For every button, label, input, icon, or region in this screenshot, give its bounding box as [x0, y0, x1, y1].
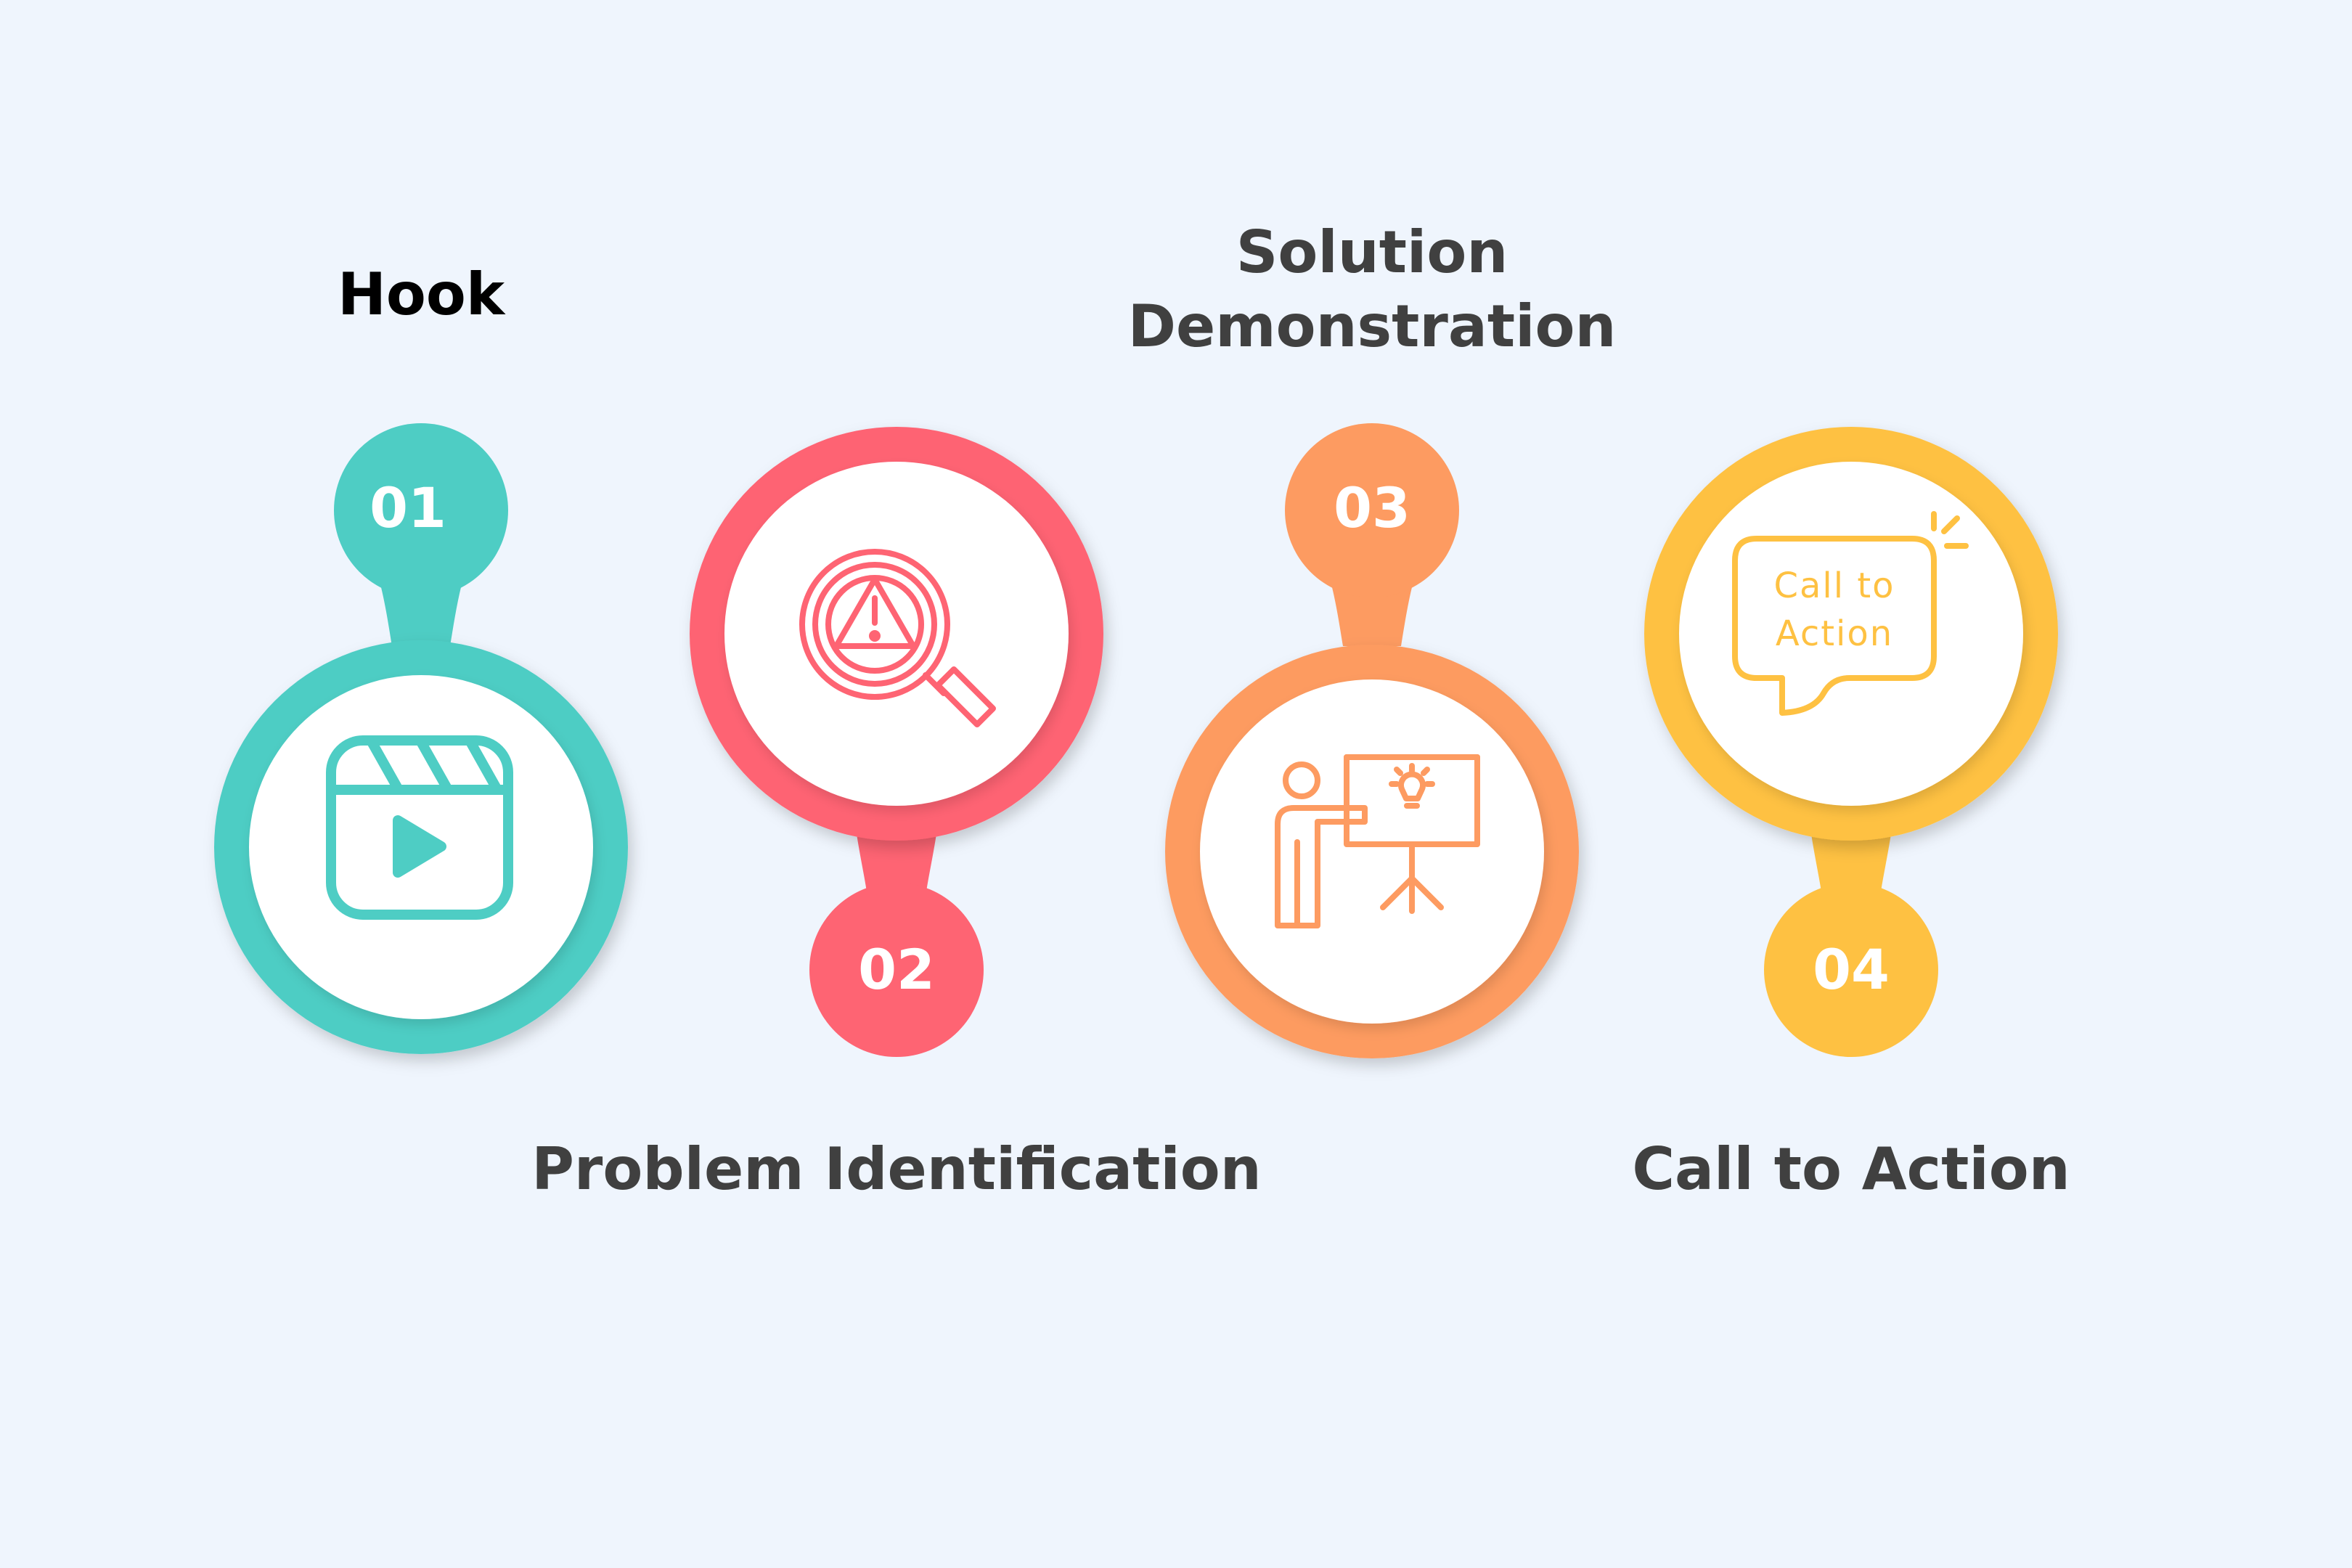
step-03-number: 03 — [1334, 475, 1410, 540]
step-01-number: 01 — [369, 475, 446, 540]
step-03-title: Solution Demonstration — [1127, 219, 1617, 361]
speech-bubble-line2: Action — [1776, 613, 1893, 654]
step-01-number-badge — [334, 423, 508, 597]
step-02-inner-circle — [724, 462, 1069, 806]
step-01: 01 — [214, 423, 628, 1054]
speech-bubble-icon: Call to Action — [1732, 511, 1969, 716]
step-04-number-badge — [1764, 883, 1938, 1057]
step-04: 04 Call to Action — [1644, 427, 2058, 1057]
video-clapperboard-icon — [326, 735, 513, 920]
step-04-number: 04 — [1813, 937, 1890, 1002]
step-02-title: Problem Identification — [531, 1135, 1262, 1203]
step-02: 02 — [690, 427, 1103, 1057]
step-04-title: Call to Action — [1632, 1135, 2070, 1203]
step-03-inner-circle — [1200, 679, 1544, 1024]
step-03: 03 — [1165, 423, 1579, 1058]
presenter-whiteboard-icon — [1275, 754, 1480, 928]
step-02-number: 02 — [858, 937, 935, 1002]
step-04-inner-circle — [1679, 462, 2023, 806]
step-01-title: Hook — [337, 261, 505, 328]
magnifier-warning-icon — [799, 549, 996, 727]
step-02-number-badge — [809, 883, 984, 1057]
speech-bubble-line1: Call to — [1773, 565, 1895, 606]
step-03-number-badge — [1285, 423, 1459, 597]
